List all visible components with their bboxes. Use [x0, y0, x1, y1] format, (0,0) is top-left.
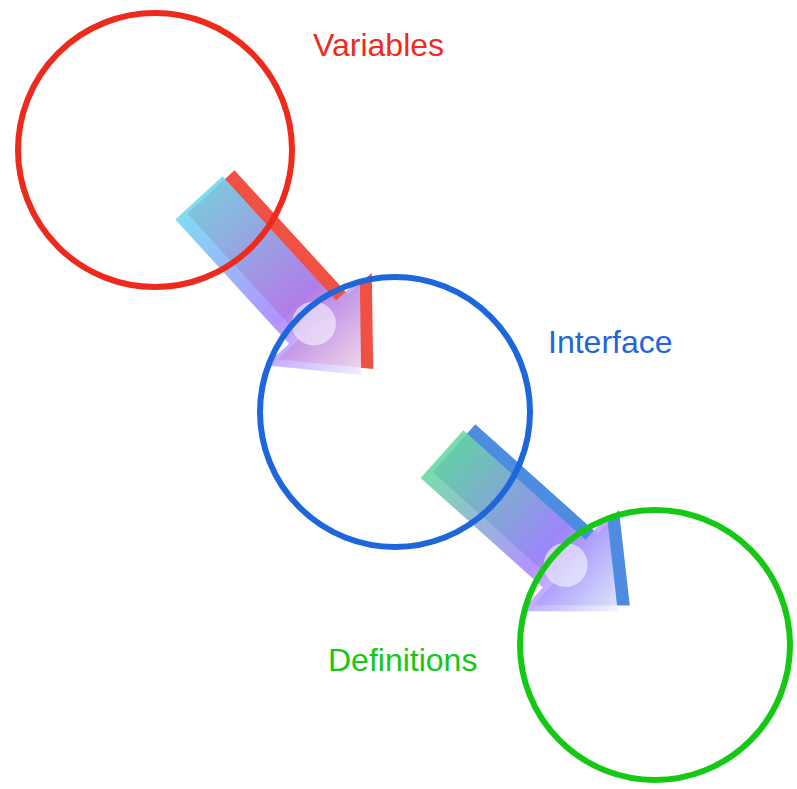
- circle-node: Interface: [257, 274, 533, 550]
- circle-node: Definitions: [517, 507, 793, 783]
- circle-label: Interface: [548, 325, 673, 360]
- circle-ring: [18, 13, 292, 287]
- circle-outline: [15, 10, 295, 290]
- block-arrow: [175, 170, 373, 375]
- arrow-highlight: [544, 543, 588, 587]
- circle-label: Definitions: [328, 643, 477, 678]
- circle-ring: [520, 510, 790, 780]
- circle-ring: [260, 277, 530, 547]
- circle-label: Variables: [313, 28, 444, 63]
- circle-outline: [257, 274, 533, 550]
- circle-outline: [517, 507, 793, 783]
- circle-node: Variables: [15, 10, 295, 290]
- arrow-highlight: [292, 302, 336, 346]
